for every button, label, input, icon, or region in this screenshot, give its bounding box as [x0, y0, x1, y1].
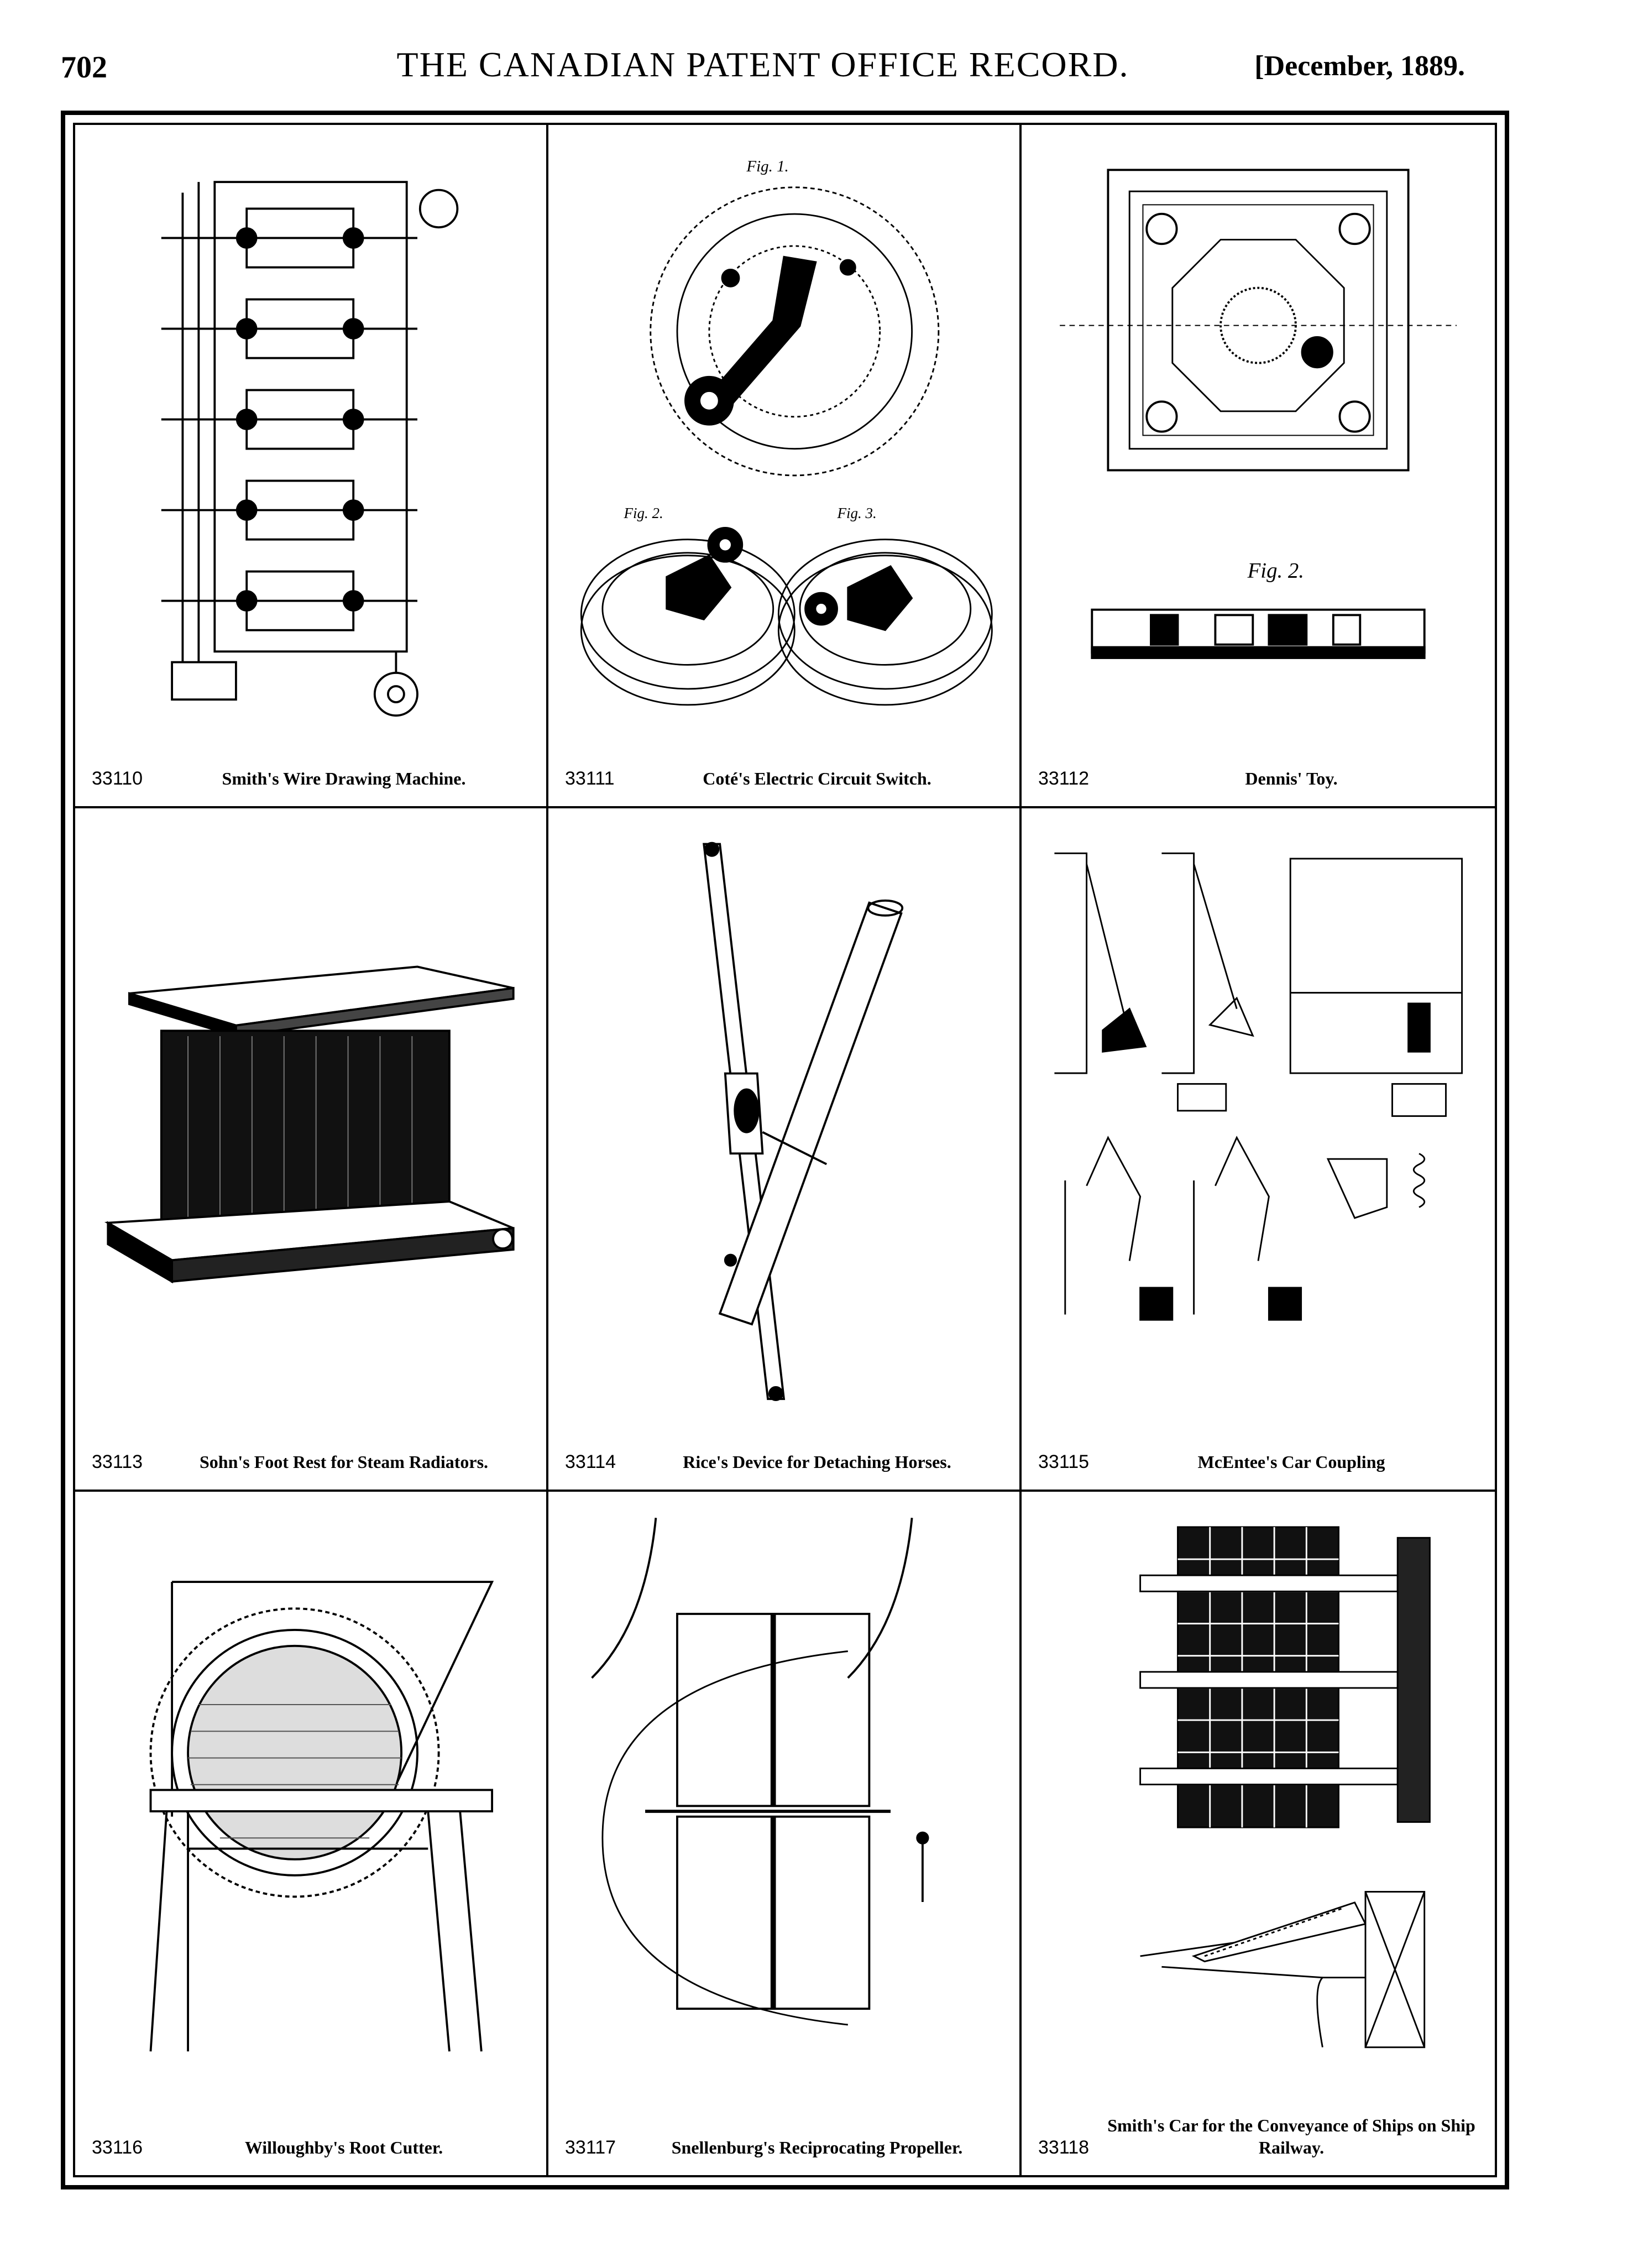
page-number: 702: [61, 50, 107, 85]
patent-caption: 33112 Dennis' Toy.: [1038, 751, 1478, 790]
patent-cell-33113: 33113 Sohn's Foot Rest for Steam Radiato…: [75, 808, 548, 1492]
patent-number: 33115: [1038, 1451, 1090, 1472]
patent-caption: 33113 Sohn's Foot Rest for Steam Radiato…: [92, 1434, 530, 1473]
patent-drawing: [97, 1514, 524, 2109]
patent-number: 33113: [92, 1451, 143, 1472]
patent-drawing: [570, 830, 997, 1423]
patent-caption: 33117 Snellenburg's Reciprocating Propel…: [565, 2120, 1003, 2159]
patent-title: Willoughby's Root Cutter.: [244, 2138, 443, 2157]
fig-label: Fig. 3.: [837, 505, 877, 521]
patent-title: Rice's Device for Detaching Horses.: [683, 1452, 951, 1472]
ship-railway-car-drawing: [1139, 1526, 1431, 2048]
fig-label: Fig. 2.: [624, 505, 663, 521]
electric-switch-drawing: Fig. 1. Fig. 2. Fig. 3.: [580, 158, 993, 706]
patent-cell-33112: Fig. 2. 33112 Dennis' Toy.: [1022, 125, 1495, 808]
patent-number: 33118: [1038, 2137, 1090, 2158]
patent-cell-33116: 33116 Willoughby's Root Cutter.: [75, 1492, 548, 2175]
car-coupling-drawing: [1054, 852, 1463, 1321]
patent-title: Coté's Electric Circuit Switch.: [703, 769, 931, 788]
patent-number: 33114: [565, 1451, 616, 1472]
foot-rest-drawing: [104, 965, 515, 1284]
patent-caption: 33111 Coté's Electric Circuit Switch.: [565, 751, 1003, 790]
patent-number: 33111: [565, 768, 615, 789]
patent-caption: 33115 McEntee's Car Coupling: [1038, 1434, 1478, 1473]
patent-drawing: [97, 147, 524, 740]
patent-title: Smith's Car for the Conveyance of Ships …: [1107, 2115, 1475, 2157]
patent-caption: 33110 Smith's Wire Drawing Machine.: [92, 751, 530, 790]
patent-cell-33114: 33114 Rice's Device for Detaching Horses…: [548, 808, 1022, 1492]
patent-drawing: [1044, 830, 1473, 1423]
patent-caption: 33114 Rice's Device for Detaching Horses…: [565, 1434, 1003, 1473]
reciprocating-propeller-drawing: [591, 1518, 929, 2026]
wire-drawing-machine-drawing: [161, 181, 459, 717]
fig-label: Fig. 1.: [746, 158, 788, 175]
patent-title: Sohn's Foot Rest for Steam Radiators.: [199, 1452, 489, 1472]
patent-drawing: Fig. 1. Fig. 2. Fig. 3.: [570, 147, 997, 740]
patent-cell-33117: 33117 Snellenburg's Reciprocating Propel…: [548, 1492, 1022, 2175]
patent-cell-33115: 33115 McEntee's Car Coupling: [1022, 808, 1495, 1492]
patent-number: 33110: [92, 768, 143, 789]
patent-number: 33116: [92, 2137, 143, 2158]
page-header: 702 THE CANADIAN PATENT OFFICE RECORD. […: [61, 44, 1465, 94]
patent-cell-33111: Fig. 1. Fig. 2. Fig. 3.: [548, 125, 1022, 808]
horse-detaching-device-drawing: [703, 842, 904, 1402]
toy-drawing: Fig. 2.: [1060, 169, 1457, 659]
fig-label: Fig. 2.: [1247, 559, 1304, 583]
patent-cell-33118: 33118 Smith's Car for the Conveyance of …: [1022, 1492, 1495, 2175]
patent-caption: 33116 Willoughby's Root Cutter.: [92, 2120, 530, 2159]
patent-drawing: [1044, 1514, 1473, 2109]
inner-frame: 33110 Smith's Wire Drawing Machine. Fig.…: [73, 123, 1497, 2177]
patent-number: 33112: [1038, 768, 1090, 789]
patent-title: Dennis' Toy.: [1245, 769, 1338, 788]
root-cutter-drawing: [149, 1581, 494, 2052]
patent-title: McEntee's Car Coupling: [1197, 1452, 1385, 1472]
page-frame: 33110 Smith's Wire Drawing Machine. Fig.…: [61, 111, 1509, 2189]
patent-number: 33117: [565, 2137, 616, 2158]
patent-grid: 33110 Smith's Wire Drawing Machine. Fig.…: [75, 125, 1495, 2175]
patent-caption: 33118 Smith's Car for the Conveyance of …: [1038, 2103, 1478, 2159]
patent-cell-33110: 33110 Smith's Wire Drawing Machine.: [75, 125, 548, 808]
patent-drawing: Fig. 2.: [1044, 147, 1473, 740]
patent-title: Smith's Wire Drawing Machine.: [222, 769, 466, 788]
page-date: [December, 1889.: [1254, 50, 1465, 82]
patent-title: Snellenburg's Reciprocating Propeller.: [671, 2138, 963, 2157]
patent-drawing: [97, 830, 524, 1423]
page-title: THE CANADIAN PATENT OFFICE RECORD.: [396, 45, 1129, 84]
patent-drawing: [570, 1514, 997, 2109]
